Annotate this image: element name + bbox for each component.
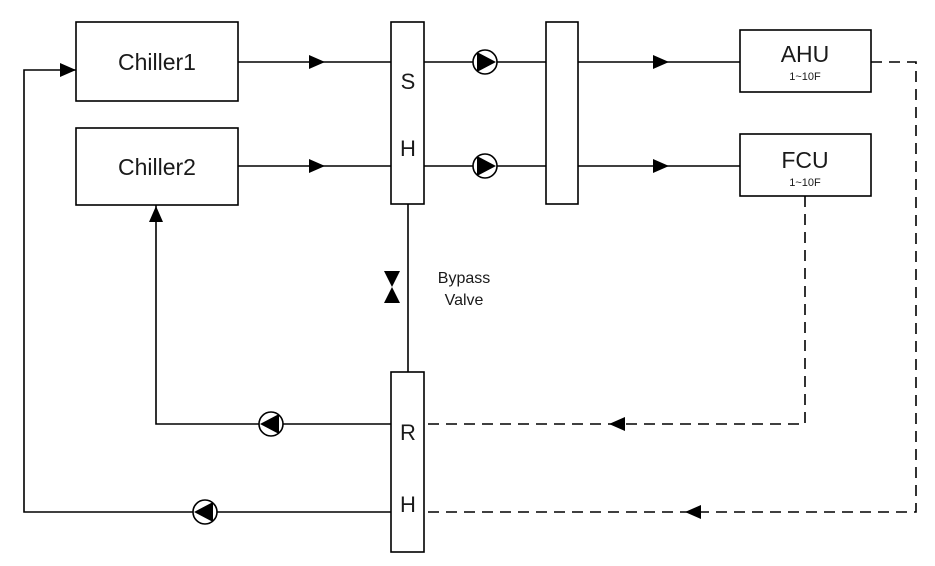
flow-arrow-icon <box>653 159 669 173</box>
chiller2-label: Chiller2 <box>118 154 196 180</box>
chiller1-box <box>75 21 239 102</box>
return-header: R H <box>390 371 425 553</box>
chiller1-unit: Chiller1 <box>75 21 239 102</box>
supply-header-box <box>390 21 425 205</box>
supply-header-label-top: S <box>401 69 416 94</box>
fcu-unit: FCU 1~10F <box>739 133 872 197</box>
dashed-return-fcu <box>424 196 806 425</box>
flow-arrow-icon <box>60 63 76 77</box>
chiller2-box <box>75 127 239 206</box>
bypass-valve-label-line2: Valve <box>445 292 484 309</box>
ahu-box <box>739 29 872 93</box>
pump-triangle <box>260 414 279 434</box>
return-header-box <box>390 371 425 553</box>
fcu-floors-label: 1~10F <box>789 177 821 189</box>
bypass-valve-upper-triangle <box>384 271 400 287</box>
bypass-valve-lower-triangle <box>384 287 400 303</box>
bypass-valve-icon <box>384 271 400 303</box>
pump-icon-supply-top <box>472 49 498 75</box>
pump-icon-supply-bottom <box>472 153 498 179</box>
return-header-label-bottom: H <box>400 492 416 517</box>
return-header-label-top: R <box>400 420 416 445</box>
pump-icon-return-chiller1 <box>192 499 218 525</box>
supply-header-label-bottom: H <box>400 136 416 161</box>
ahu-floors-label: 1~10F <box>789 71 821 83</box>
ahu-label: AHU <box>781 41 830 67</box>
flow-arrow-icon <box>309 55 325 69</box>
flow-arrow-icon <box>653 55 669 69</box>
flow-arrow-icon <box>309 159 325 173</box>
chiller2-unit: Chiller2 <box>75 127 239 206</box>
pump-triangle <box>194 502 213 522</box>
distributor-header <box>545 21 579 205</box>
ahu-unit: AHU 1~10F <box>739 29 872 93</box>
dashed-return-ahu <box>424 61 917 513</box>
fcu-box <box>739 133 872 197</box>
flow-arrow-icon <box>609 417 625 431</box>
chiller1-label: Chiller1 <box>118 49 196 75</box>
flow-arrow-icon <box>685 505 701 519</box>
fcu-label: FCU <box>781 147 828 173</box>
pump-icon-return-chiller2 <box>258 411 284 437</box>
supply-header: S H <box>390 21 425 205</box>
flow-arrow-icon <box>149 206 163 222</box>
distributor-header-box <box>545 21 579 205</box>
flow-arrows <box>60 55 701 519</box>
pump-triangle <box>477 52 496 72</box>
bypass-valve-label-line1: Bypass <box>438 270 490 287</box>
pipe-return-to-chiller2 <box>155 205 391 425</box>
dashed-return-pipes <box>424 61 917 513</box>
pump-triangle <box>477 156 496 176</box>
